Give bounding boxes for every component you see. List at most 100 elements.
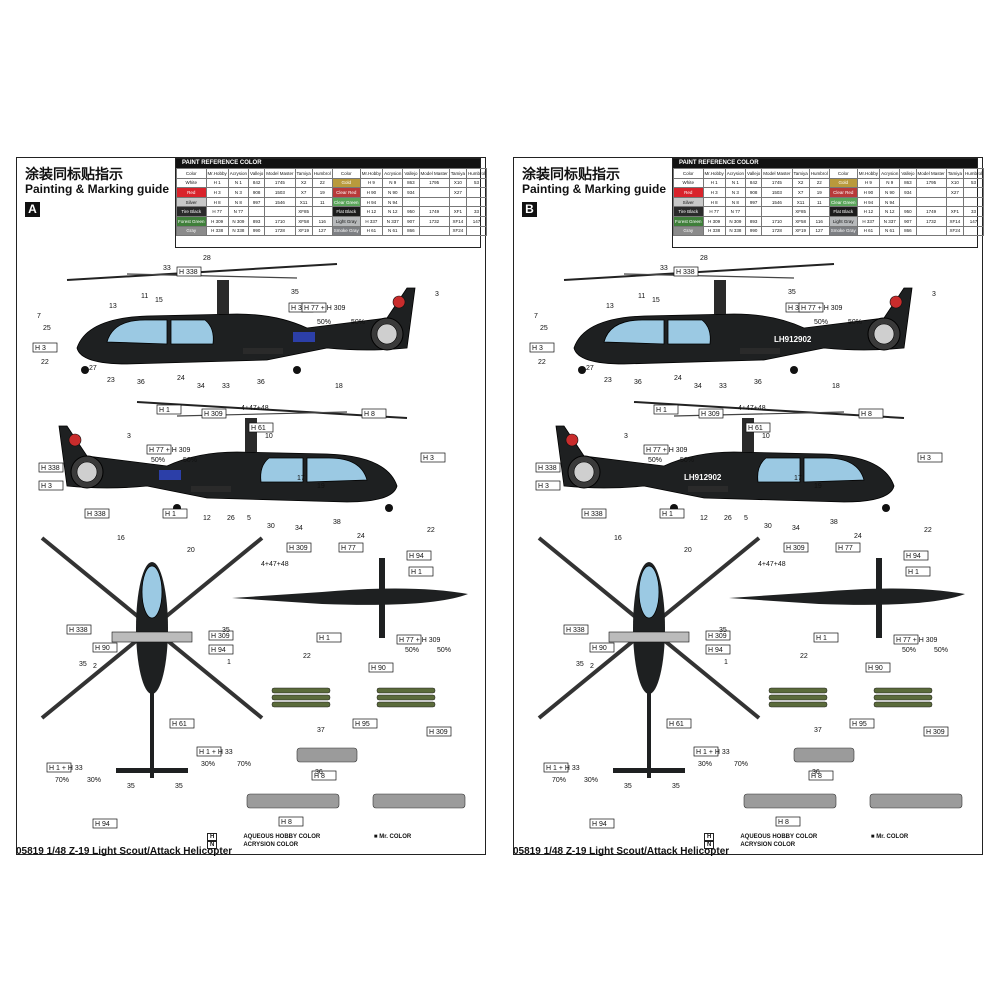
- callout-label: 3: [624, 433, 628, 440]
- paint-callout-box: [589, 642, 615, 653]
- callout-label: 34: [694, 383, 702, 390]
- paint-callout-text: H 1 + H 33: [199, 749, 233, 756]
- paint-callout-text: H 309: [708, 633, 727, 640]
- stub-wing: [191, 486, 231, 492]
- callout-label: 37: [814, 727, 822, 734]
- paint-callout-box: [783, 542, 809, 553]
- missile: [768, 687, 828, 694]
- callout-label: 70%: [237, 761, 251, 768]
- vallejo-code: 866: [402, 225, 420, 237]
- paint-callout-box: [659, 508, 685, 519]
- callout-label: 19: [317, 483, 325, 490]
- callout-label: 5: [744, 515, 748, 522]
- callout-label: 70%: [552, 777, 566, 784]
- paint-callout-box: [196, 746, 222, 757]
- paint-callout-text: H 77 + H 309: [801, 305, 843, 312]
- callout-label: 26: [227, 515, 235, 522]
- paint-callout-text: H 1 + H 33: [696, 749, 730, 756]
- rear-canopy: [260, 457, 304, 483]
- tail-plane-top: [116, 768, 188, 773]
- tail-emblem: [889, 295, 903, 309]
- callout-label: 50%: [405, 647, 419, 654]
- callout-label: 36: [257, 379, 265, 386]
- paint-callout-text: H 309: [701, 411, 720, 418]
- paint-callout-box: [316, 632, 342, 643]
- callout-label: 35: [576, 661, 584, 668]
- paint-callout-text: H 90: [95, 645, 110, 652]
- callout-label: 24: [674, 375, 682, 382]
- paint-callout-text: H 1 + H 33: [49, 765, 83, 772]
- callout-label: 10: [265, 433, 273, 440]
- paint-callout-text: H 94: [708, 647, 723, 654]
- paint-callout-box: [666, 718, 692, 729]
- callout-label: 3: [932, 291, 936, 298]
- paint-callout-text: H 1: [662, 511, 673, 518]
- missile: [376, 701, 436, 708]
- front-canopy: [803, 457, 865, 483]
- missile: [873, 694, 933, 701]
- paint-callout-text: H 8: [364, 411, 375, 418]
- helicopter-side-view: [58, 401, 408, 512]
- callout-label: 12: [203, 515, 211, 522]
- callout-label: 23: [604, 377, 612, 384]
- front-wheel: [578, 366, 586, 374]
- rocket-pod: [743, 793, 837, 809]
- paint-callout-text: H 90: [868, 665, 883, 672]
- paint-callout-text: H 61: [251, 425, 266, 432]
- callout-label: 34: [197, 383, 205, 390]
- stub-wing: [243, 348, 283, 354]
- missile: [376, 694, 436, 701]
- paint-callout-box: [146, 444, 172, 455]
- paint-callout-box: [581, 508, 607, 519]
- paint-callout-box: [917, 452, 943, 463]
- paint-callout-text: H 90: [592, 645, 607, 652]
- acrysion-code: N 338: [724, 225, 747, 237]
- paint-callout-box: [529, 342, 555, 353]
- callout-label: 35: [672, 783, 680, 790]
- callout-label: 50%: [648, 457, 662, 464]
- callout-label: 26: [724, 515, 732, 522]
- paint-callout-text: H 338: [291, 305, 310, 312]
- stub-wings-top: [111, 631, 193, 643]
- rocket-pod: [793, 747, 855, 763]
- paint-callout-text: H 8: [314, 773, 325, 780]
- paint-callout-box: [923, 726, 949, 737]
- paint-callout-box: [865, 662, 891, 673]
- callout-label: 22: [924, 527, 932, 534]
- paint-callout-text: H 309: [204, 411, 223, 418]
- paint-callout-box: [301, 302, 327, 313]
- paint-callout-text: H 309: [786, 545, 805, 552]
- callout-label: 1: [724, 659, 728, 666]
- paint-callout-box: [808, 770, 834, 781]
- paint-table-header: PAINT REFERENCE COLOR: [176, 159, 480, 168]
- paint-callout-box: [408, 566, 434, 577]
- callout-label: 35: [624, 783, 632, 790]
- callout-label: 50%: [151, 457, 165, 464]
- callout-label: 70%: [55, 777, 69, 784]
- callout-label: 11: [638, 293, 645, 300]
- missile: [271, 694, 331, 701]
- acrysion-code: N 61: [382, 225, 404, 237]
- tail-plane-top: [613, 768, 685, 773]
- front-canopy: [306, 457, 368, 483]
- paint-callout-text: H 3: [532, 345, 543, 352]
- callout-label: 24: [854, 533, 862, 540]
- sheet-b: 涂装同标贴指示 Painting & Marking guide B PAINT…: [513, 157, 985, 855]
- callout-label: 50%: [437, 647, 451, 654]
- tail-emblem: [392, 295, 406, 309]
- paint-callout-box: [208, 644, 234, 655]
- rear-canopy: [757, 457, 801, 483]
- paint-callout-text: H 94: [409, 553, 424, 560]
- paint-callout-box: [903, 550, 929, 561]
- front-canopy: [106, 319, 168, 345]
- rear-canopy: [667, 319, 711, 345]
- stub-wings-top: [608, 631, 690, 643]
- paint-callout-text: H 8: [281, 819, 292, 826]
- paint-callout-box: [201, 408, 227, 419]
- caption-a: 05819 1/48 Z-19 Light Scout/Attack Helic…: [16, 846, 233, 857]
- callout-label: 28: [203, 255, 211, 262]
- callout-label: 38: [333, 519, 341, 526]
- paint-callout-text: H 77 + H 309: [896, 637, 938, 644]
- humbrol-code: [963, 225, 985, 237]
